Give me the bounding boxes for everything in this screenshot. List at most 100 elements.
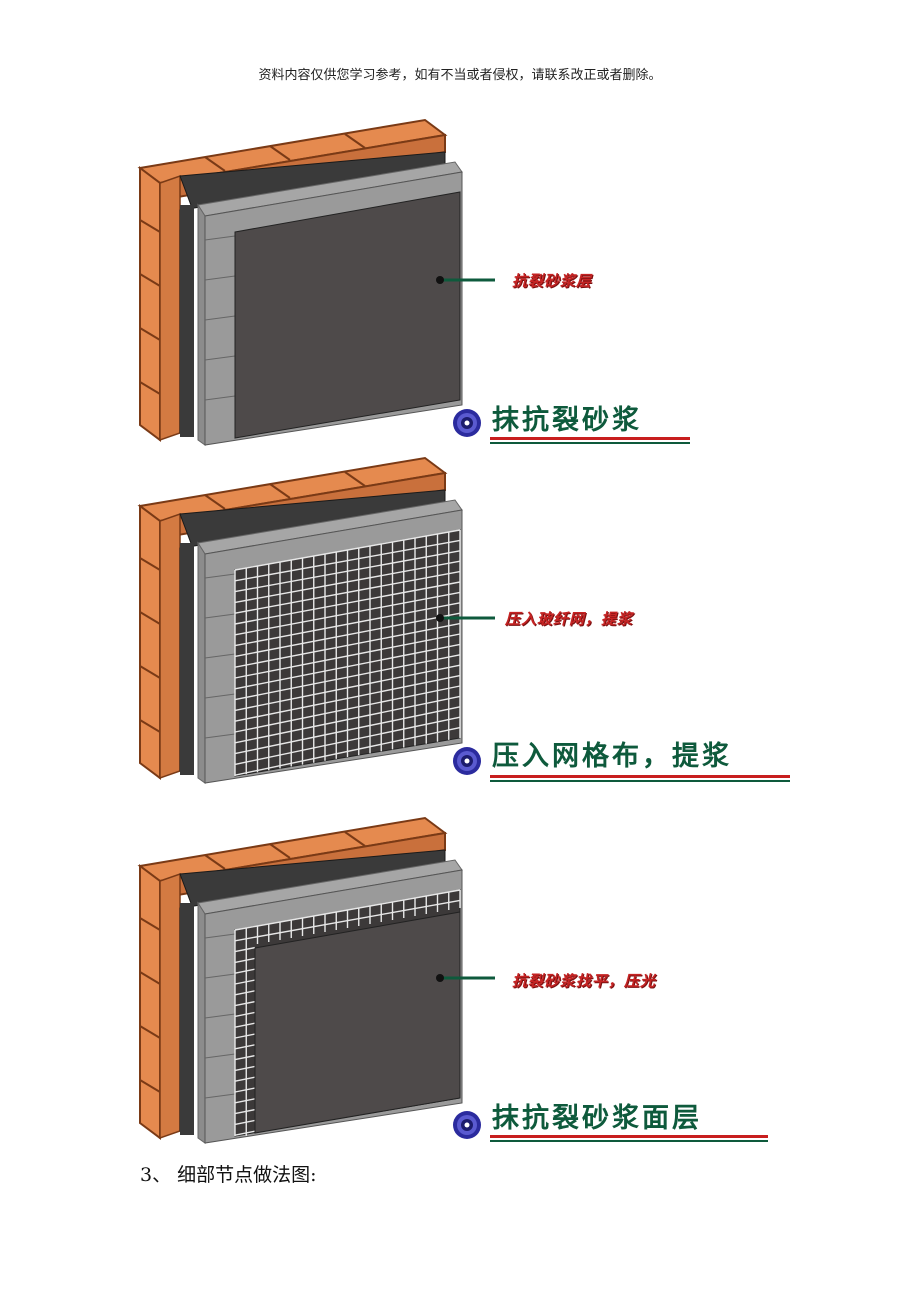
mesh-line	[234, 1119, 256, 1126]
mesh-line	[234, 716, 461, 766]
mesh-line	[234, 560, 461, 604]
mesh-line	[234, 539, 461, 582]
step-title-3: 抹抗裂砂浆面层	[492, 1103, 702, 1134]
callout-label-3: 抗裂砂浆找平，压光	[512, 972, 657, 990]
mortar-panel	[234, 191, 461, 439]
mesh-line	[234, 726, 461, 776]
figure-3: 抗裂砂浆找平，压光 抹抗裂砂浆面层	[0, 808, 920, 1148]
title-underline-green-3	[490, 1140, 768, 1142]
mesh-line	[234, 990, 256, 996]
leader-dot	[436, 974, 444, 982]
brick-joint	[139, 327, 161, 341]
figure-1: 抗裂砂浆层 抹抗裂砂浆	[0, 110, 920, 450]
brick-side	[139, 166, 161, 442]
callout-label-2: 压入玻纤网，提浆	[505, 610, 634, 628]
insulation-seam	[204, 235, 236, 241]
insulation-seam	[204, 275, 236, 281]
insulation-seam	[204, 933, 236, 939]
insulation-side	[197, 541, 206, 784]
wall-illustration-2	[137, 456, 495, 784]
disc-icon	[453, 747, 481, 775]
step-title-1: 抹抗裂砂浆	[492, 405, 642, 436]
brick-joint	[139, 917, 161, 931]
title-underline-red-3	[490, 1135, 768, 1138]
mesh-line	[234, 664, 461, 712]
insulation-seam	[204, 355, 236, 361]
brick-joint	[269, 843, 291, 859]
mesh-line	[234, 957, 256, 964]
mesh-line	[234, 1000, 256, 1007]
mesh-line	[234, 706, 461, 755]
brick-joint	[204, 494, 226, 510]
mesh-line	[234, 1065, 256, 1072]
mortar-face	[254, 911, 461, 1134]
brick-joint	[139, 1025, 161, 1039]
leader-dot	[436, 276, 444, 284]
insulation-side	[197, 901, 206, 1144]
mesh-line	[234, 612, 461, 658]
brick-joint	[344, 133, 366, 149]
wall-illustration-1	[137, 118, 495, 446]
insulation-seam	[204, 1093, 236, 1099]
title-underline-green-1	[490, 442, 690, 444]
brick-side	[139, 864, 161, 1140]
brick-front	[159, 512, 181, 780]
mesh-line	[234, 654, 461, 701]
brick-joint	[139, 273, 161, 287]
bonding-layer-side	[180, 903, 194, 1135]
disc-icon	[453, 409, 481, 437]
mesh-line	[234, 622, 461, 668]
insulation-seam	[204, 613, 236, 619]
mesh-line	[234, 1011, 256, 1018]
mesh-line	[234, 674, 461, 722]
insulation-seam	[204, 1053, 236, 1059]
insulation-seam	[204, 1013, 236, 1019]
brick-joint	[344, 471, 366, 487]
mesh-line	[234, 1087, 256, 1093]
mesh-line	[234, 1044, 256, 1050]
mesh-line	[234, 529, 461, 571]
title-underline-green-2	[490, 780, 790, 782]
mesh-line	[234, 1130, 256, 1136]
mesh-line	[234, 550, 461, 593]
brick-front	[159, 174, 181, 442]
insulation-side	[197, 203, 206, 446]
brick-joint	[269, 145, 291, 161]
mesh-line	[234, 1098, 256, 1104]
mesh-line	[234, 602, 461, 647]
step-title-2: 压入网格布，提浆	[492, 741, 732, 772]
mesh-line	[234, 581, 461, 625]
mesh-line	[234, 570, 461, 614]
brick-joint	[344, 831, 366, 847]
brick-front	[159, 872, 181, 1140]
brick-joint	[204, 156, 226, 172]
section-heading: 3、 细部节点做法图:	[140, 1164, 317, 1186]
bonding-layer-side	[180, 543, 194, 775]
disc-icon	[453, 1111, 481, 1139]
brick-joint	[204, 854, 226, 870]
mesh-line	[234, 695, 461, 744]
mesh-line	[234, 1033, 256, 1039]
insulation-seam	[204, 315, 236, 321]
brick-joint	[139, 971, 161, 985]
brick-joint	[139, 557, 161, 571]
mesh-line	[234, 889, 461, 931]
bonding-layer-side	[180, 205, 194, 437]
mesh-line	[234, 633, 461, 679]
mesh-line	[234, 1054, 256, 1061]
insulation-seam	[204, 693, 236, 699]
insulation-seam	[204, 733, 236, 739]
brick-joint	[139, 381, 161, 395]
mesh-line	[234, 1108, 256, 1115]
brick-joint	[139, 219, 161, 233]
brick-joint	[139, 719, 161, 733]
mesh-line	[234, 1076, 256, 1082]
brick-joint	[139, 665, 161, 679]
insulation-seam	[204, 973, 236, 979]
mesh-line	[234, 685, 461, 733]
brick-joint	[139, 1079, 161, 1093]
figure-2: 压入玻纤网，提浆 压入网格布，提浆	[0, 448, 920, 788]
mesh-line	[234, 968, 256, 974]
title-underline-red-1	[490, 437, 690, 440]
leader-dot	[436, 614, 444, 622]
